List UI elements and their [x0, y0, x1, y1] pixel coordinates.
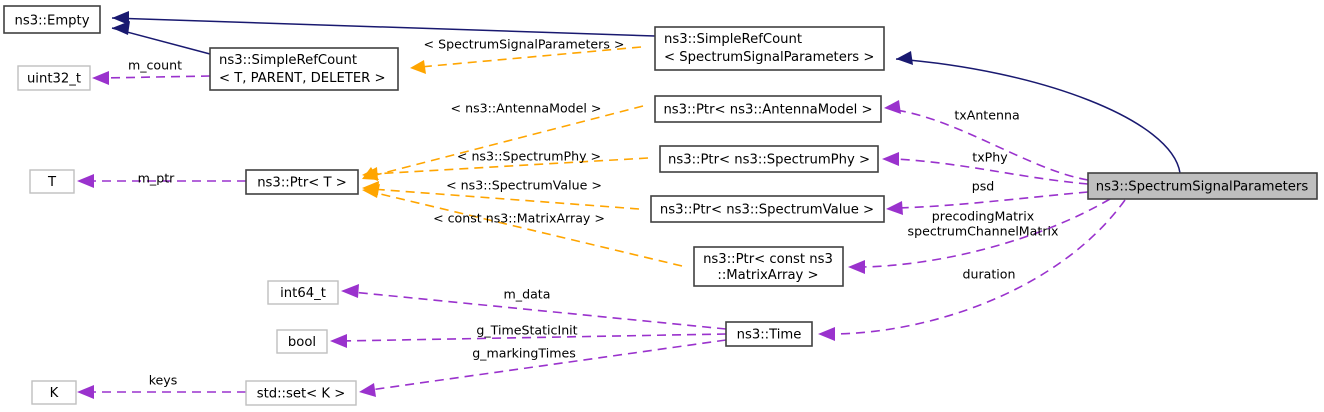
node-ns3-ptr-spectrumphy[interactable]: ns3::Ptr< ns3::SpectrumPhy > [659, 145, 879, 173]
edge-usage-txPhy [893, 158, 1089, 185]
arrowhead-inherit-2 [112, 11, 129, 25]
edge-usage-g_TimeStaticInit [340, 333, 727, 342]
node-label-line1: ns3::SimpleRefCount [219, 53, 357, 68]
node-label: ns3::Ptr< ns3::SpectrumPhy > [668, 153, 870, 168]
edge-label-template-matrixarray: < const ns3::MatrixArray > [433, 211, 605, 226]
arrowhead-tpl-3 [362, 167, 378, 181]
arrowhead-tpl-1 [410, 60, 426, 74]
arrowhead-inherit-3 [896, 51, 913, 65]
node-ns3-ptr-const-matrixarray[interactable]: ns3::Ptr< const ns3 ::MatrixArray > [693, 246, 844, 287]
node-label: ns3::SpectrumSignalParameters [1096, 180, 1309, 195]
edge-usage-m_data [351, 291, 727, 330]
node-label: bool [288, 335, 316, 350]
edge-label-template-spectrumphy: < ns3::SpectrumPhy > [457, 149, 601, 164]
node-ns3-ptr-t[interactable]: ns3::Ptr< T > [245, 169, 359, 195]
arrowhead-usage-txAntenna [884, 100, 901, 114]
edge-tpl-ptrt-spectrumphy [371, 157, 649, 175]
arrowhead-inherit-1 [112, 21, 130, 35]
edge-label-m_ptr: m_ptr [138, 171, 175, 186]
node-label: ns3::Ptr< ns3::SpectrumValue > [660, 203, 874, 218]
edge-label-duration: duration [963, 267, 1016, 282]
arrowhead-usage-m_count [92, 71, 109, 85]
node-label-line1: ns3::Ptr< const ns3 [703, 252, 833, 267]
edge-label-psd: psd [972, 179, 995, 194]
edge-usage-precodingMatrix [859, 198, 1111, 268]
edge-label-template-antennamodel: < ns3::AntennaModel > [451, 101, 602, 116]
node-label: ns3::Empty [14, 14, 89, 29]
node-ns3-spectrumsignalparameters[interactable]: ns3::SpectrumSignalParameters [1087, 172, 1318, 200]
node-label: ns3::Time [737, 328, 802, 343]
node-int64-t[interactable]: int64_t [267, 280, 339, 305]
node-ns3-ptr-antennamodel[interactable]: ns3::Ptr< ns3::AntennaModel > [654, 95, 882, 123]
arrowhead-usage-g_markingTimes [359, 383, 376, 397]
edge-usage-psd [897, 191, 1089, 209]
edge-usage-txAntenna [895, 109, 1089, 181]
node-ns3-empty[interactable]: ns3::Empty [3, 5, 101, 34]
edge-srcssp-to-empty [111, 17, 656, 37]
edge-label-spectrumChannelMatrix: spectrumChannelMatrix [908, 224, 1059, 239]
node-ns3-simplerefcount-spectrumsignalparameters[interactable]: ns3::SimpleRefCount < SpectrumSignalPara… [654, 26, 885, 71]
edge-tpl-ptrt-antenna [371, 105, 644, 177]
edge-tpl-simplerefcount-srcssp [419, 46, 642, 68]
arrowhead-usage-txPhy [882, 152, 899, 166]
edge-usage-duration [829, 199, 1126, 335]
node-ns3-ptr-spectrumvalue[interactable]: ns3::Ptr< ns3::SpectrumValue > [650, 195, 885, 223]
edge-label-keys: keys [149, 373, 178, 388]
node-label-line2: ::MatrixArray > [717, 268, 818, 283]
edge-label-txAntenna: txAntenna [954, 108, 1019, 123]
arrowhead-usage-g_TimeStaticInit [330, 334, 347, 348]
node-ns3-time[interactable]: ns3::Time [725, 321, 813, 347]
arrowhead-usage-keys [77, 385, 94, 399]
edge-label-m_data: m_data [504, 287, 551, 302]
node-bool[interactable]: bool [276, 329, 328, 354]
node-label: ns3::Ptr< T > [257, 176, 347, 191]
node-std-set-k[interactable]: std::set< K > [245, 380, 357, 406]
edge-label-template-spectrumvalue: < ns3::SpectrumValue > [446, 178, 602, 193]
node-label-line2: < SpectrumSignalParameters > [664, 50, 874, 65]
node-t[interactable]: T [29, 169, 75, 194]
template-edges [362, 46, 683, 267]
node-label: K [50, 386, 59, 401]
edge-label-g_markingTimes: g_markingTimes [472, 346, 576, 361]
node-label: int64_t [280, 286, 326, 301]
node-k[interactable]: K [31, 380, 77, 405]
edge-label-txPhy: txPhy [972, 150, 1008, 165]
node-label-line2: < T, PARENT, DELETER > [219, 71, 386, 86]
nodes: ns3::Empty uint32_t ns3::SimpleRefCount … [3, 5, 1318, 406]
edge-focus-to-srcssp [895, 58, 1181, 174]
node-label: uint32_t [27, 72, 81, 87]
arrowhead-usage-psd [886, 201, 903, 215]
arrowhead-usage-duration [818, 327, 835, 341]
edge-tpl-ptrt-matrixarray [371, 191, 683, 267]
edge-label-g_TimeStaticInit: g_TimeStaticInit [476, 323, 577, 338]
edge-usage-m_count [101, 75, 211, 79]
arrowhead-usage-precodingMatrix [848, 260, 865, 274]
arrowhead-usage-m_ptr [77, 174, 94, 188]
arrowhead-usage-m_data [341, 284, 359, 298]
node-uint32-t[interactable]: uint32_t [17, 65, 91, 91]
node-label: T [47, 175, 57, 190]
usage-edges [77, 71, 1126, 399]
node-label: ns3::Ptr< ns3::AntennaModel > [663, 103, 872, 118]
inheritance-edges [111, 11, 1181, 174]
node-ns3-simplerefcount[interactable]: ns3::SimpleRefCount < T, PARENT, DELETER… [209, 47, 399, 91]
edge-label-m_count: m_count [128, 58, 182, 73]
edge-label-precodingMatrix: precodingMatrix [932, 209, 1035, 224]
edge-label-template-ssp: < SpectrumSignalParameters > [424, 37, 625, 52]
node-label: std::set< K > [257, 387, 346, 402]
node-label-line1: ns3::SimpleRefCount [664, 32, 802, 47]
edge-labels: m_count < SpectrumSignalParameters > < n… [128, 37, 1059, 388]
arrowhead-tpl-5 [362, 184, 380, 198]
